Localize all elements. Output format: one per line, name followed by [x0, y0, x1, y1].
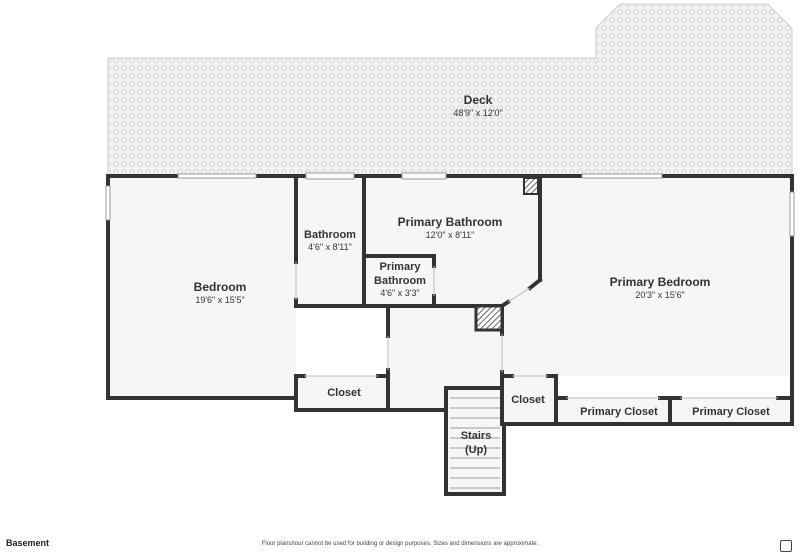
primary-bathroom-small-label-2: Bathroom	[374, 275, 426, 287]
bathroom-dims: 4'6" x 8'11"	[308, 242, 352, 252]
stairs-label-2: (Up)	[465, 444, 487, 456]
primary-closet-floor-2	[670, 398, 792, 424]
bedroom-dims: 19'6" x 15'5"	[195, 295, 244, 305]
primary-closet-2-label: Primary Closet	[692, 406, 770, 418]
bedroom-label: Bedroom	[194, 280, 247, 294]
disclaimer-text: Floor plans/tour cannot be used for buil…	[261, 541, 539, 547]
primary-bathroom-label: Primary Bathroom	[398, 215, 503, 229]
primary-closet-1-label: Primary Closet	[580, 406, 658, 418]
door-openings	[295, 262, 778, 399]
primary-bathroom-small-dims: 4'6" x 3'3"	[380, 288, 419, 298]
windows	[105, 172, 795, 237]
primary-bathroom-dims: 12'0" x 8'11"	[426, 230, 475, 240]
stair-treads	[450, 397, 500, 489]
stairs-floor	[446, 388, 504, 494]
closet-left-floor	[296, 376, 388, 410]
deck-label: Deck	[464, 93, 493, 107]
primary-bedroom-floor	[502, 178, 792, 376]
bedroom-floor	[110, 178, 296, 398]
primary-bedroom-dims: 20'3" x 15'6"	[635, 290, 684, 300]
primary-bedroom-label: Primary Bedroom	[610, 275, 711, 289]
bathroom-floor	[296, 178, 364, 306]
chimney-column-large	[474, 304, 504, 332]
chimney-column-small	[523, 177, 539, 195]
closet-right-label: Closet	[511, 394, 545, 406]
closet-right-floor	[502, 376, 556, 424]
walls	[106, 174, 794, 496]
primary-bathroom-small-label-1: Primary	[380, 261, 422, 273]
brand-logo-icon	[780, 540, 792, 552]
bathroom-label: Bathroom	[304, 229, 356, 241]
deck-area	[107, 3, 793, 177]
deck-dims: 48'9" x 12'0"	[453, 108, 502, 118]
stairs-label-1: Stairs	[461, 430, 492, 442]
closet-left-label: Closet	[327, 387, 361, 399]
primary-closet-floor-1	[556, 398, 670, 424]
floor-name: Basement	[6, 538, 50, 548]
